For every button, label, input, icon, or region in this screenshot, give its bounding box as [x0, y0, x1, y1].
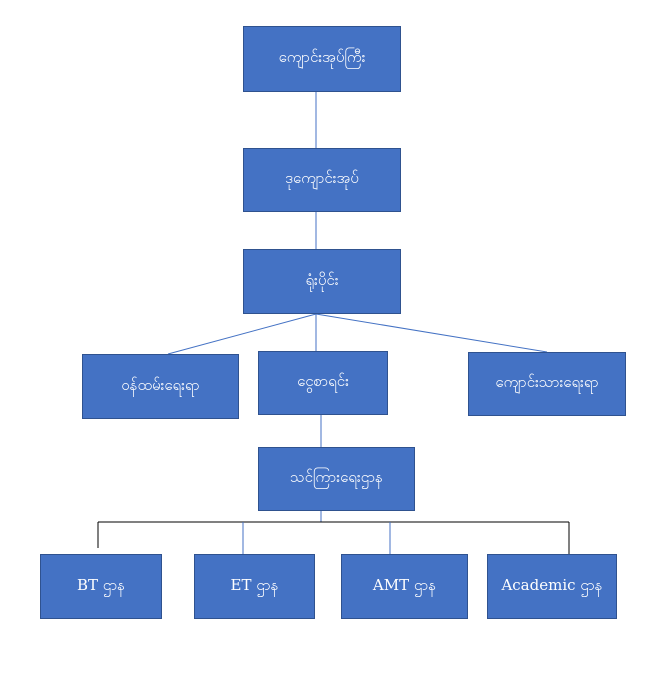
node-vice-principal: ဒုကျောင်းအုပ်	[243, 148, 401, 212]
node-accounts: ငွေစာရင်း	[258, 351, 388, 415]
node-vice-principal-label: ဒုကျောင်းအုပ်	[285, 169, 359, 187]
node-dept-bt: BT ဌာန	[40, 554, 162, 619]
node-staff-affairs-label: ဝန်ထမ်းရေးရာ	[121, 375, 200, 394]
node-dept-amt: AMT ဌာန	[341, 554, 468, 619]
node-student-affairs-label: ကျောင်းသားရေးရာ	[495, 373, 599, 391]
node-office-label: ရုံးပိုင်း	[305, 270, 339, 289]
node-dept-bt-label: BT ဌာန	[76, 575, 126, 594]
node-dept-academic-label: Academic ဌာန	[501, 575, 603, 594]
node-dept-amt-label: AMT ဌာန	[372, 575, 437, 594]
node-principal-label: ကျောင်းအုပ်ကြီး	[278, 48, 366, 66]
node-dept-et-label: ET ဌာန	[230, 575, 279, 594]
node-student-affairs: ကျောင်းသားရေးရာ	[468, 352, 626, 416]
node-staff-affairs: ဝန်ထမ်းရေးရာ	[82, 354, 239, 419]
node-principal: ကျောင်းအုပ်ကြီး	[243, 26, 401, 92]
connector-office-left	[167, 313, 317, 355]
connector-office-right	[315, 313, 548, 353]
node-dept-et: ET ဌာန	[194, 554, 315, 619]
node-teaching-dept-label: သင်ကြားရေးဌာန	[290, 468, 383, 486]
node-teaching-dept: သင်ကြားရေးဌာန	[258, 447, 415, 511]
node-dept-academic: Academic ဌာန	[487, 554, 617, 619]
node-office: ရုံးပိုင်း	[243, 249, 401, 314]
node-accounts-label: ငွေစာရင်း	[297, 372, 349, 390]
